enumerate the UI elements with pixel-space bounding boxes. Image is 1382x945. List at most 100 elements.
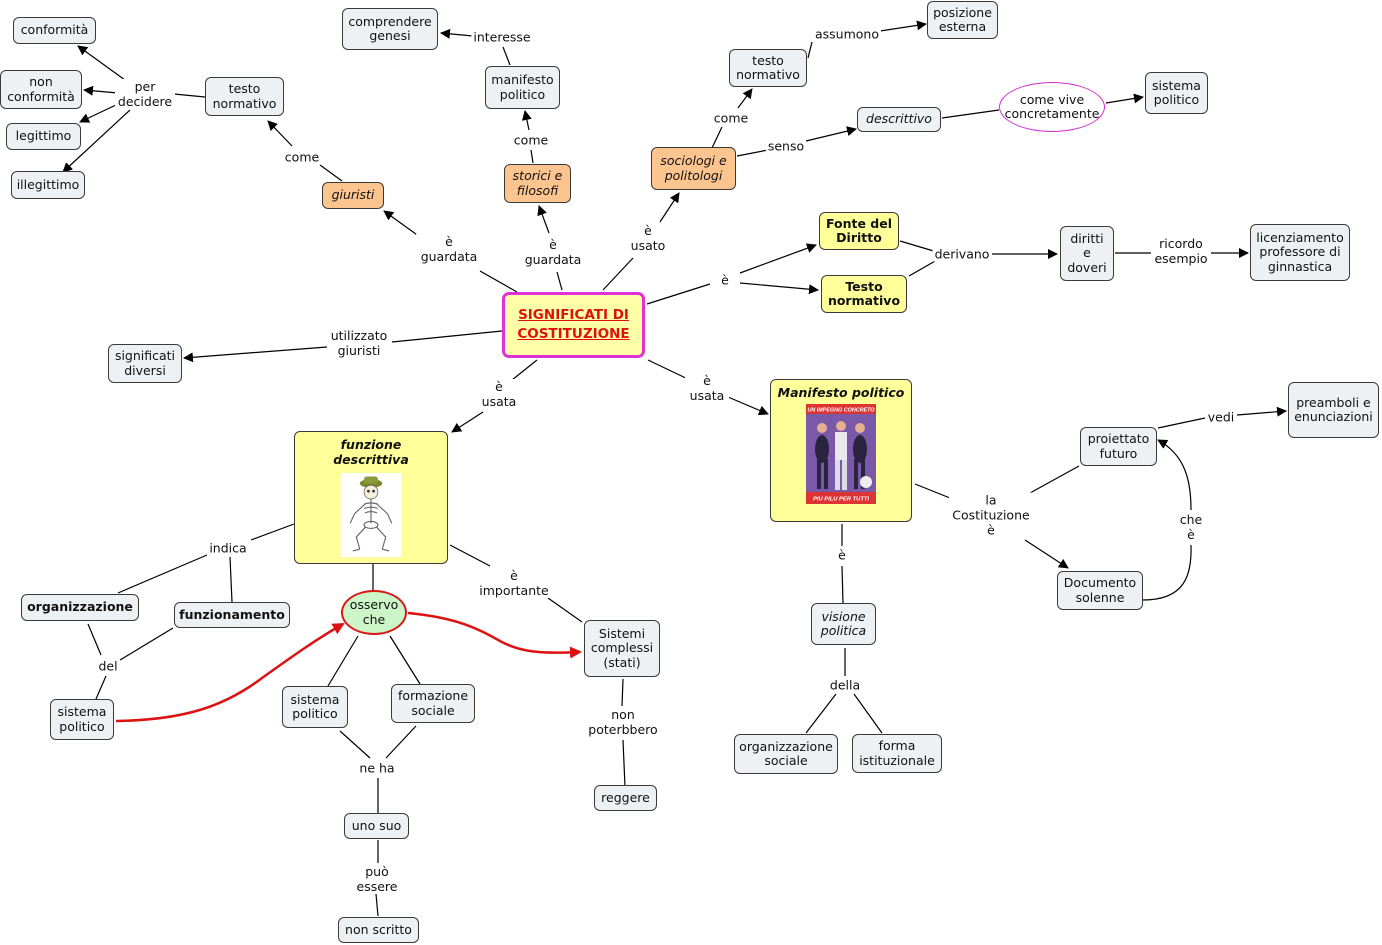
node-illegittimo[interactable]: illegittimo <box>11 171 85 199</box>
label-della: della <box>827 677 863 693</box>
node-giuristi-text: giuristi <box>331 187 375 203</box>
node-non-conformita-text: non conformità <box>7 74 75 104</box>
label-interesse: interesse <box>471 29 533 45</box>
node-funzionamento-text: funzionamento <box>179 606 285 622</box>
label-non-poterbbero: non poterbbero <box>585 707 661 737</box>
node-sistema-politico-1-text: sistema politico <box>1152 77 1201 107</box>
label-e-usata-funzione: è usata <box>477 379 521 409</box>
label-puo-essere: può essere <box>352 864 402 894</box>
node-come-vive-text: come vive concretamente <box>1004 91 1100 121</box>
node-manifesto-small-text: manifesto politico <box>491 72 554 102</box>
node-licenziamento-text: licenziamento professore di ginnastica <box>1256 229 1344 274</box>
node-storici-text: storici e filosofi <box>512 168 563 198</box>
label-e-usata-manifesto: è usata <box>685 373 729 403</box>
node-sistema-politico-1[interactable]: sistema politico <box>1145 72 1208 114</box>
node-conformita-text: conformità <box>20 22 89 38</box>
label-come-giuristi: come <box>282 149 322 165</box>
node-visione-politica[interactable]: visione politica <box>811 603 876 645</box>
node-manifesto-politico-small[interactable]: manifesto politico <box>485 66 560 109</box>
label-e-importante: è importante <box>477 568 551 598</box>
node-descrittivo[interactable]: descrittivo <box>857 107 941 132</box>
node-licenziamento[interactable]: licenziamento professore di ginnastica <box>1250 224 1350 281</box>
node-funzionamento[interactable]: funzionamento <box>174 602 290 628</box>
node-visione-politica-text: visione politica <box>820 608 867 638</box>
node-come-vive-concretamente[interactable]: come vive concretamente <box>999 82 1105 132</box>
node-manifesto-politico[interactable]: Manifesto politico UN IMPEGNO CONCRETO P… <box>770 379 912 522</box>
node-legittimo-text: legittimo <box>15 128 72 144</box>
label-e-guardata-giuristi: è guardata <box>416 234 482 264</box>
node-non-scritto[interactable]: non scritto <box>338 917 419 943</box>
label-come-storici: come <box>511 132 551 148</box>
label-la-costituzione-e: la Costituzione è <box>949 492 1033 538</box>
node-storici-filosofi[interactable]: storici e filosofi <box>504 164 571 203</box>
node-proiettato-futuro[interactable]: proiettato futuro <box>1080 427 1157 466</box>
node-documento-solenne[interactable]: Documento solenne <box>1057 571 1143 610</box>
node-funzione-descrittiva[interactable]: funzione descrittiva <box>294 431 448 564</box>
node-formazione-sociale[interactable]: formazione sociale <box>391 684 475 723</box>
node-sistema-politico-3-text: sistema politico <box>290 691 340 721</box>
node-non-conformita[interactable]: non conformità <box>0 70 82 109</box>
node-organizzazione-sociale[interactable]: organizzazione sociale <box>734 734 838 774</box>
node-proiettato-futuro-text: proiettato futuro <box>1087 431 1150 461</box>
node-significati-diversi-text: significati diversi <box>114 348 176 378</box>
node-illegittimo-text: illegittimo <box>16 176 80 192</box>
node-osservo-che[interactable]: osservo che <box>341 590 407 635</box>
node-organizzazione-sociale-text: organizzazione sociale <box>739 738 833 768</box>
label-derivano: derivano <box>932 246 992 262</box>
poster-top-text: UN IMPEGNO CONCRETO <box>808 407 876 413</box>
node-giuristi[interactable]: giuristi <box>322 182 384 209</box>
node-testo-normativo-3-text: Testo normativo <box>827 278 901 308</box>
node-documento-solenne-text: Documento solenne <box>1063 575 1137 605</box>
campaign-poster: UN IMPEGNO CONCRETO PIU PILU PER TUTTI <box>806 403 876 504</box>
node-manifesto-politico-text: Manifesto politico <box>777 385 905 400</box>
node-testo-normativo-bold[interactable]: Testo normativo <box>821 275 907 313</box>
node-fonte-diritto-text: Fonte del Diritto <box>825 215 893 245</box>
node-diritti-doveri-text: diritti e doveri <box>1067 230 1107 275</box>
node-preamboli-text: preamboli e enunciazioni <box>1294 394 1373 424</box>
node-posizione-esterna-text: posizione esterna <box>933 4 992 34</box>
node-testo-normativo-sociologi[interactable]: testo normativo <box>729 49 807 87</box>
label-ne-ha: ne ha <box>357 760 397 776</box>
node-testo-normativo-text: testo normativo <box>212 81 277 111</box>
label-vedi: vedi <box>1205 409 1237 425</box>
node-formazione-sociale-text: formazione sociale <box>397 688 469 718</box>
label-per-decidere: per decidere <box>115 79 175 109</box>
label-senso: senso <box>765 138 807 154</box>
node-comprendere-genesi[interactable]: comprendere genesi <box>342 8 438 50</box>
node-organizzazione[interactable]: organizzazione <box>21 594 139 621</box>
node-fonte-del-diritto[interactable]: Fonte del Diritto <box>819 212 899 250</box>
node-sistemi-complessi[interactable]: Sistemi complessi (stati) <box>584 620 660 677</box>
node-reggere[interactable]: reggere <box>594 785 657 811</box>
node-uno-suo[interactable]: uno suo <box>344 813 409 839</box>
label-e-guardata-storici: è guardata <box>520 237 586 267</box>
central-concept[interactable]: SIGNIFICATI DI COSTITUZIONE <box>502 292 645 358</box>
poster-bottom-text: PIU PILU PER TUTTI <box>813 496 869 502</box>
node-forma-istituzionale[interactable]: forma istituzionale <box>852 734 942 773</box>
node-funzione-descrittiva-text: funzione descrittiva <box>333 437 409 467</box>
label-e-fonte: è <box>719 272 731 288</box>
node-sistema-politico-3[interactable]: sistema politico <box>282 686 348 728</box>
node-preamboli-enunciazioni[interactable]: preamboli e enunciazioni <box>1288 382 1379 438</box>
node-testo-normativo-giuristi[interactable]: testo normativo <box>205 77 284 116</box>
node-legittimo[interactable]: legittimo <box>6 123 81 150</box>
node-diritti-doveri[interactable]: diritti e doveri <box>1060 226 1114 281</box>
node-descrittivo-text: descrittivo <box>866 111 932 127</box>
node-posizione-esterna[interactable]: posizione esterna <box>927 1 998 39</box>
node-sistemi-complessi-text: Sistemi complessi (stati) <box>590 625 654 670</box>
node-significati-diversi[interactable]: significati diversi <box>108 344 182 383</box>
skeleton-illustration <box>340 473 402 557</box>
label-assumono: assumono <box>812 26 882 42</box>
label-e-usato: è usato <box>624 223 672 253</box>
label-ricordo-esempio: ricordo esempio <box>1151 236 1211 266</box>
node-sistema-politico-2[interactable]: sistema politico <box>50 699 114 740</box>
node-osservo-che-text: osservo che <box>349 597 399 627</box>
node-comprendere-genesi-text: comprendere genesi <box>348 13 432 43</box>
central-concept-text: SIGNIFICATI DI COSTITUZIONE <box>517 307 630 342</box>
node-sociologi-text: sociologi e politologi <box>660 153 727 183</box>
node-conformita[interactable]: conformità <box>13 17 96 44</box>
node-sociologi-politologi[interactable]: sociologi e politologi <box>651 147 736 190</box>
label-che-e: che è <box>1174 512 1208 542</box>
node-non-scritto-text: non scritto <box>345 921 412 937</box>
node-organizzazione-text: organizzazione <box>27 599 133 615</box>
